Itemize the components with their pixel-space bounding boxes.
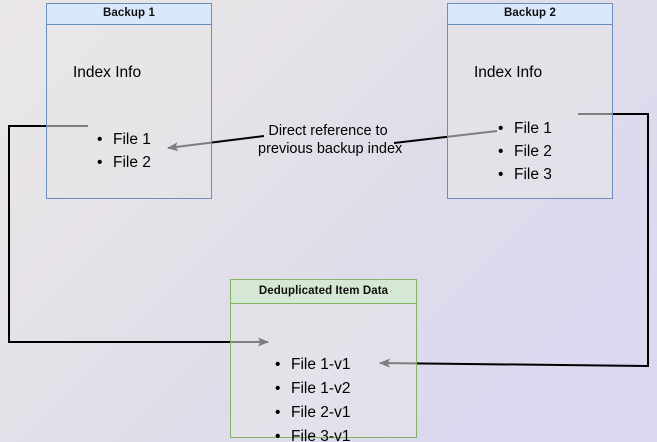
node-deduplicated-file-list: File 1-v1 File 1-v2 File 2-v1 File 3-v1 (273, 353, 350, 442)
node-deduplicated-item-data[interactable]: Deduplicated Item Data File 1-v1 File 1-… (230, 279, 417, 442)
node-backup-2-caption: Index Info (474, 64, 543, 81)
node-deduplicated-item-data-body: File 1-v1 File 1-v2 File 2-v1 File 3-v1 (231, 304, 416, 442)
node-deduplicated-item-data-header: Deduplicated Item Data (231, 280, 416, 304)
edge-label-line-1: Direct reference to (268, 123, 388, 139)
node-backup-1-caption: Index Info (73, 64, 142, 81)
edge-label-line-2: previous backup index (258, 141, 403, 157)
list-item: File 1-v2 (273, 377, 350, 401)
edge-label-direct-reference: Direct reference to previous backup inde… (258, 122, 403, 158)
node-backup-1-header: Backup 1 (47, 4, 211, 25)
node-backup-2-header: Backup 2 (448, 4, 612, 25)
node-backup-2[interactable]: Backup 2 Index Info File 1 File 2 File 3 (447, 3, 613, 199)
node-backup-2-body: Index Info File 1 File 2 File 3 (448, 25, 612, 198)
node-backup-1-body: Index Info File 1 File 2 (47, 25, 211, 198)
list-item: File 1-v1 (273, 353, 350, 377)
list-item: File 2 (496, 140, 552, 163)
node-backup-2-file-list: File 1 File 2 File 3 (496, 117, 552, 186)
node-backup-1-file-list: File 1 File 2 (95, 128, 151, 174)
list-item: File 1 (496, 117, 552, 140)
list-item: File 1 (95, 128, 151, 151)
list-item: File 3 (496, 163, 552, 186)
list-item: File 2 (95, 151, 151, 174)
node-backup-1[interactable]: Backup 1 Index Info File 1 File 2 (46, 3, 212, 199)
list-item: File 2-v1 (273, 401, 350, 425)
list-item: File 3-v1 (273, 425, 350, 442)
